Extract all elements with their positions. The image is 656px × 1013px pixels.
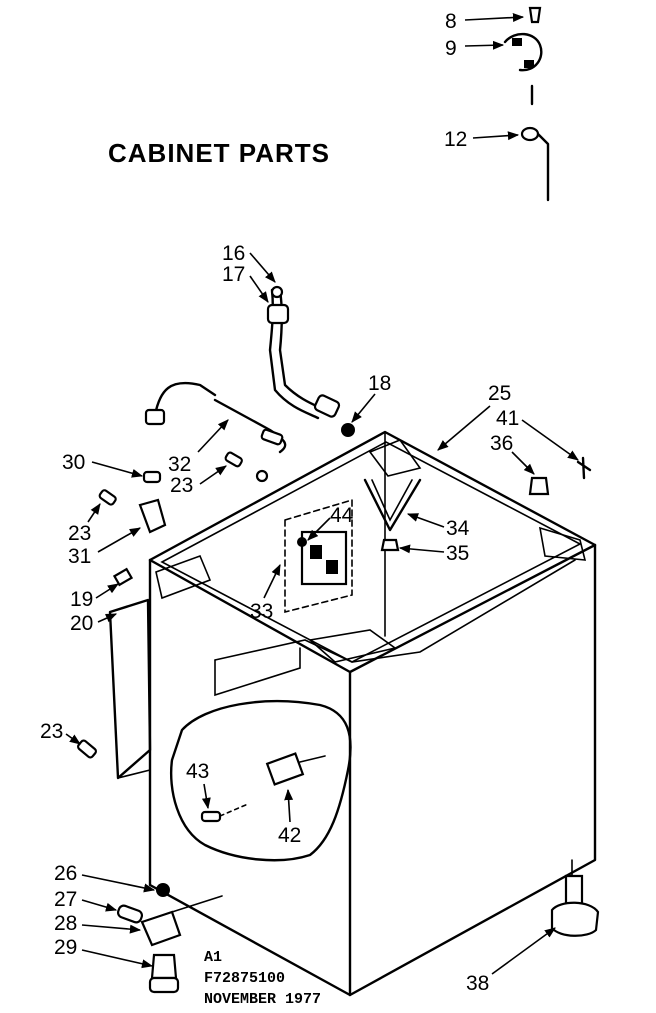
- callout-9: 9: [445, 37, 457, 60]
- part-31-bracket: [138, 498, 167, 534]
- diagram-title: CABINET PARTS: [108, 138, 330, 168]
- part-44-control-module: [297, 530, 348, 586]
- callout-23-lower: 23: [40, 720, 63, 743]
- callout-30: 30: [62, 451, 85, 474]
- callout-42: 42: [278, 824, 301, 847]
- part-35-grommet: [380, 538, 400, 552]
- callout-33: 33: [250, 600, 273, 623]
- callout-32: 32: [168, 453, 191, 476]
- callout-35: 35: [446, 542, 469, 565]
- part-34-spring-hanger: [363, 478, 422, 532]
- part-8-screw: [528, 6, 542, 24]
- part-18-clamp: [341, 423, 355, 437]
- callout-31: 31: [68, 545, 91, 568]
- part-9-bracket: [503, 32, 543, 72]
- part-38-foot: [550, 874, 600, 937]
- callout-20: 20: [70, 612, 93, 635]
- part-12-grommet: [520, 126, 550, 202]
- cutaway-panel: [170, 700, 352, 862]
- callout-34: 34: [446, 517, 470, 540]
- callout-38: 38: [466, 972, 489, 995]
- part-42-switch: [265, 752, 326, 786]
- part-30-clip: [142, 470, 162, 484]
- part-23-screw-a: [98, 489, 117, 506]
- footer-part-number: F72875100: [204, 970, 285, 987]
- part-36-bumper: [528, 476, 550, 496]
- callout-16: 16: [222, 242, 245, 265]
- callout-8: 8: [445, 10, 457, 33]
- callout-19: 19: [70, 588, 93, 611]
- callout-18: 18: [368, 372, 391, 395]
- callout-23-top: 23: [170, 474, 193, 497]
- callout-43: 43: [186, 760, 209, 783]
- part-20-side-bracket: [108, 567, 152, 780]
- part-23-washer: [255, 469, 269, 483]
- callout-27: 27: [54, 888, 77, 911]
- part-32-harness: [144, 381, 287, 454]
- callout-29: 29: [54, 936, 77, 959]
- part-23-screw-c: [77, 739, 97, 759]
- part-41-clip: [576, 456, 592, 480]
- part-26-nut: [156, 883, 170, 897]
- part-28-leg-bracket: [140, 895, 223, 947]
- part-29-foot: [148, 953, 180, 994]
- callout-23-left: 23: [68, 522, 91, 545]
- callout-17: 17: [222, 263, 245, 286]
- part-16-hose: [266, 285, 341, 420]
- callout-26: 26: [54, 862, 77, 885]
- callout-12: 12: [444, 128, 467, 151]
- part-33-module-bracket: [284, 498, 353, 614]
- callout-28: 28: [54, 912, 77, 935]
- callout-labels: 8 9 12 16 17 18 25 41 36 30 32 23 23 31 …: [40, 10, 579, 995]
- part-27-bolt: [116, 904, 144, 924]
- part-43-screw: [200, 803, 249, 823]
- callout-36: 36: [490, 432, 513, 455]
- part-23-screw-b: [224, 451, 243, 468]
- callout-41: 41: [496, 407, 519, 430]
- callout-44: 44: [330, 504, 354, 527]
- callout-25: 25: [488, 382, 511, 405]
- cabinet-body: [148, 430, 597, 997]
- footer-date: NOVEMBER 1977: [204, 991, 321, 1008]
- footer-code: A1: [204, 949, 222, 966]
